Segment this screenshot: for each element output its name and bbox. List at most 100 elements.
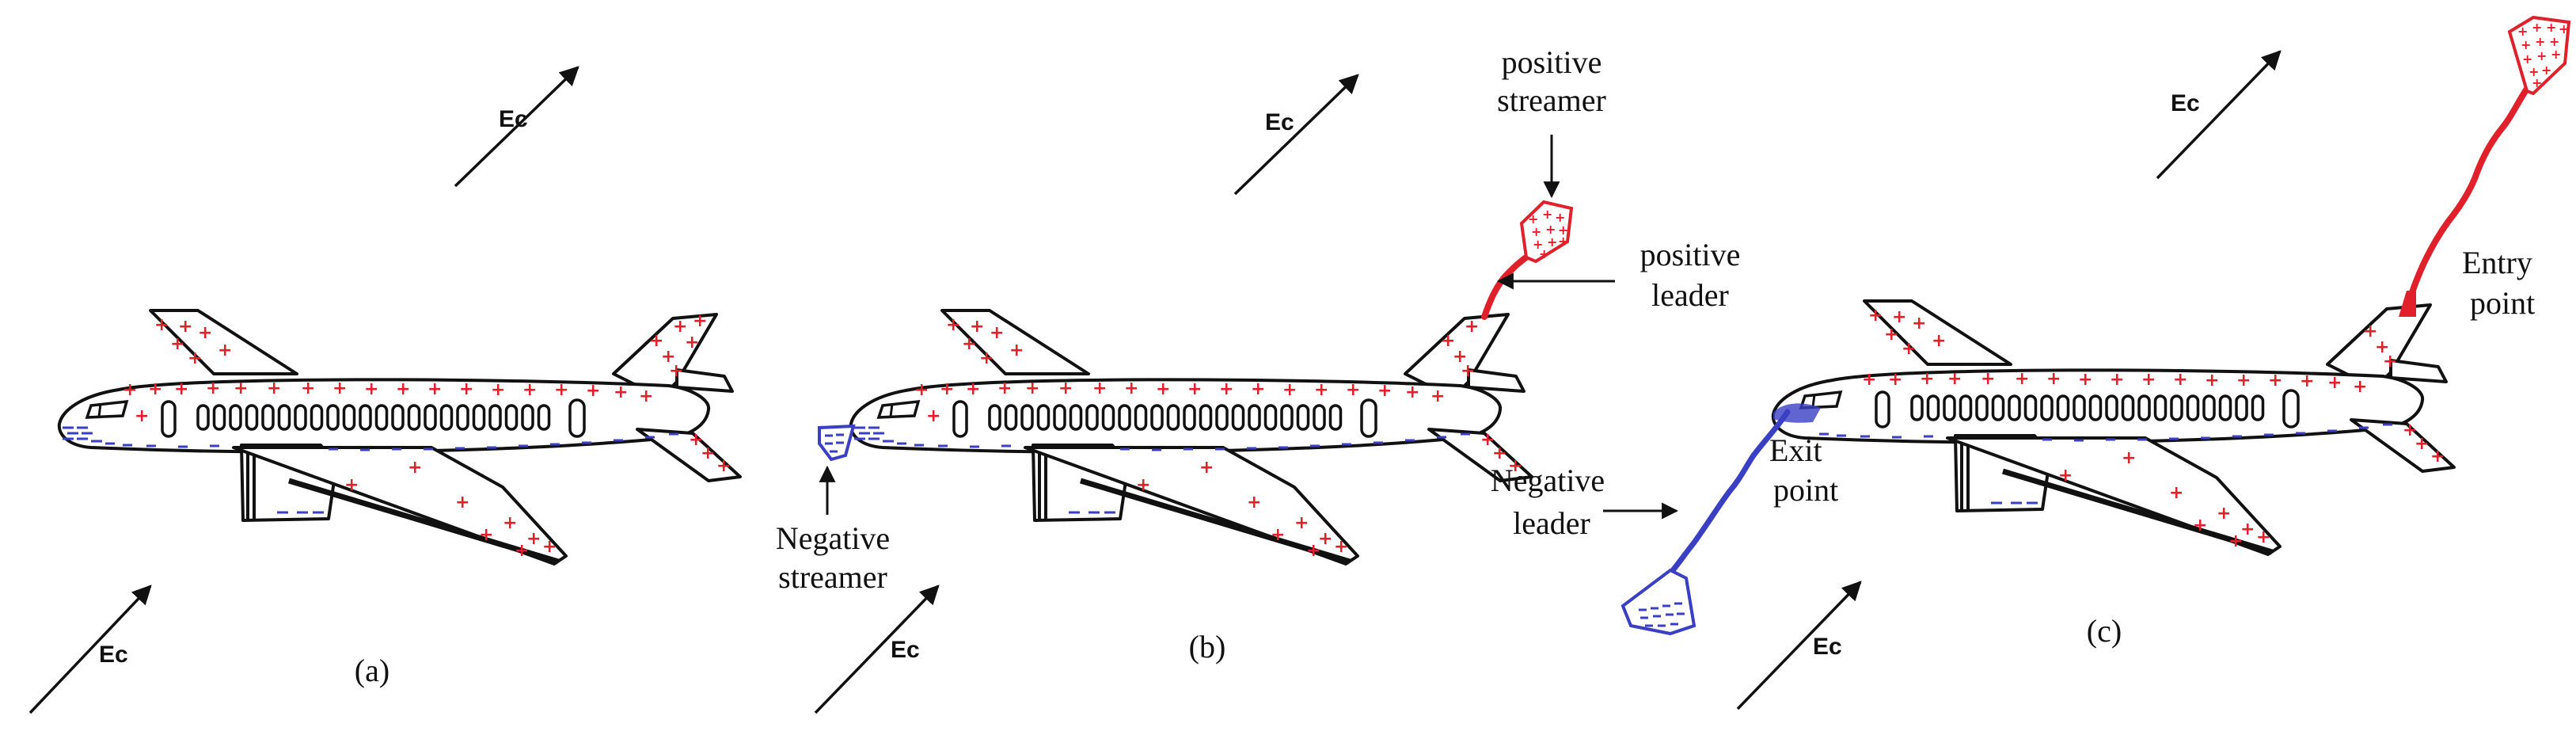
svg-text:+: + bbox=[1920, 369, 1934, 389]
svg-text:+: + bbox=[267, 379, 281, 398]
field-label-c-bottom: Ec bbox=[1813, 634, 1842, 660]
svg-text:+: + bbox=[979, 348, 994, 368]
svg-text:+: + bbox=[1294, 513, 1309, 533]
svg-text:+: + bbox=[2236, 371, 2251, 390]
field-arrow-b-bottom bbox=[814, 585, 940, 714]
svg-text:+: + bbox=[554, 380, 568, 400]
caption-b: (b) bbox=[1189, 629, 1226, 665]
svg-text:+: + bbox=[914, 380, 929, 400]
svg-text:+: + bbox=[2541, 63, 2551, 78]
svg-text:+: + bbox=[1405, 383, 1419, 402]
svg-text:+: + bbox=[1902, 339, 1916, 359]
svg-text:+: + bbox=[990, 323, 1004, 343]
svg-text:+: + bbox=[1334, 537, 1348, 557]
svg-text:+: + bbox=[639, 387, 653, 406]
svg-text:+: + bbox=[2375, 337, 2389, 357]
svg-text:+: + bbox=[1251, 379, 1265, 399]
svg-text:+: + bbox=[1533, 237, 1543, 252]
svg-text:+: + bbox=[1124, 379, 1138, 398]
field-arrow-a-bottom bbox=[28, 585, 152, 714]
svg-text:+: + bbox=[701, 444, 715, 463]
svg-text:+: + bbox=[170, 334, 184, 354]
svg-text:+: + bbox=[2532, 75, 2542, 90]
svg-text:+: + bbox=[135, 406, 149, 426]
svg-text:+: + bbox=[926, 406, 940, 426]
svg-text:+: + bbox=[1547, 234, 1557, 249]
negative-leader-c bbox=[1663, 409, 1791, 581]
svg-text:+: + bbox=[218, 341, 232, 360]
svg-text:+: + bbox=[526, 529, 541, 549]
entry-point-label-2: point bbox=[2470, 285, 2535, 321]
svg-text:+: + bbox=[2141, 370, 2156, 390]
svg-text:+: + bbox=[940, 379, 954, 399]
positive-leader-c bbox=[2408, 86, 2530, 298]
svg-text:+: + bbox=[491, 380, 505, 400]
aircraft-a: ++++++ ++++++++++++++++++ + ++++++ +++ +… bbox=[59, 310, 740, 564]
entry-point-label-1: Entry bbox=[2462, 245, 2532, 280]
svg-text:+: + bbox=[332, 379, 347, 398]
svg-text:+: + bbox=[206, 379, 220, 398]
svg-text:+: + bbox=[1558, 234, 1568, 249]
svg-text:+: + bbox=[2522, 51, 2532, 67]
negative-streamer-label-2: streamer bbox=[778, 559, 887, 595]
svg-text:+: + bbox=[1862, 370, 1876, 390]
svg-text:+: + bbox=[2517, 24, 2528, 39]
svg-text:+: + bbox=[1480, 430, 1495, 450]
svg-text:+: + bbox=[522, 380, 537, 400]
svg-text:+: + bbox=[1009, 341, 1024, 360]
svg-text:+: + bbox=[1465, 317, 1479, 337]
svg-text:+: + bbox=[2110, 370, 2124, 390]
svg-text:+: + bbox=[1346, 380, 1360, 400]
positive-leader-label-1: positive bbox=[1640, 237, 1741, 272]
svg-text:+: + bbox=[1932, 331, 1946, 351]
svg-text:+: + bbox=[2327, 373, 2342, 393]
svg-text:+: + bbox=[1156, 379, 1170, 399]
caption-a: (a) bbox=[355, 653, 389, 688]
svg-text:+: + bbox=[154, 315, 169, 335]
svg-text:+: + bbox=[966, 379, 980, 399]
svg-text:+: + bbox=[148, 379, 162, 399]
field-arrow-c-top bbox=[2156, 50, 2282, 180]
svg-text:+: + bbox=[1314, 380, 1328, 400]
svg-text:+: + bbox=[174, 379, 188, 399]
svg-text:+: + bbox=[1282, 380, 1297, 400]
svg-text:+: + bbox=[2300, 371, 2314, 391]
svg-text:+: + bbox=[2015, 369, 2029, 389]
positive-charges-b: ++++++ ++++++++++++++++++ + ++++ +++ +++… bbox=[914, 315, 1522, 561]
svg-text:+: + bbox=[2532, 20, 2542, 35]
svg-text:+: + bbox=[2256, 527, 2270, 547]
svg-text:+: + bbox=[649, 331, 663, 351]
svg-text:+: + bbox=[1492, 444, 1506, 463]
svg-text:+: + bbox=[962, 334, 976, 354]
svg-text:+: + bbox=[716, 456, 731, 476]
svg-text:+: + bbox=[2205, 371, 2219, 390]
svg-text:+: + bbox=[2521, 37, 2531, 52]
svg-text:+: + bbox=[2551, 47, 2561, 62]
svg-text:+: + bbox=[1306, 541, 1320, 561]
field-arrow-c-bottom bbox=[1736, 581, 1862, 710]
svg-text:+: + bbox=[1868, 306, 1883, 326]
svg-text:+: + bbox=[673, 317, 687, 337]
svg-text:+: + bbox=[2058, 466, 2073, 486]
svg-text:+: + bbox=[1912, 314, 1926, 333]
positive-charges-a: ++++++ ++++++++++++++++++ + ++++++ +++ +… bbox=[123, 311, 731, 561]
svg-text:+: + bbox=[2529, 64, 2539, 79]
svg-text:+: + bbox=[693, 311, 707, 331]
svg-text:+: + bbox=[1136, 475, 1150, 495]
negative-streamer-label-1: Negative bbox=[776, 520, 890, 556]
svg-text:+: + bbox=[586, 381, 600, 401]
positive-streamer-b: +++ +++ +++ + bbox=[1519, 200, 1574, 264]
svg-text:+: + bbox=[1377, 381, 1392, 401]
svg-text:+: + bbox=[459, 379, 473, 399]
svg-text:+: + bbox=[1531, 224, 1541, 239]
svg-text:+: + bbox=[2559, 21, 2569, 36]
svg-text:+: + bbox=[2169, 483, 2183, 503]
svg-text:+: + bbox=[1058, 379, 1073, 398]
panel-a: ++++++ ++++++++++++++++++ + ++++++ +++ +… bbox=[59, 310, 740, 564]
svg-text:+: + bbox=[1528, 211, 1538, 227]
svg-text:+: + bbox=[188, 348, 202, 368]
svg-text:+: + bbox=[2046, 369, 2061, 389]
svg-text:+: + bbox=[2363, 322, 2377, 341]
svg-text:+: + bbox=[2173, 370, 2187, 390]
svg-text:+: + bbox=[515, 541, 529, 561]
